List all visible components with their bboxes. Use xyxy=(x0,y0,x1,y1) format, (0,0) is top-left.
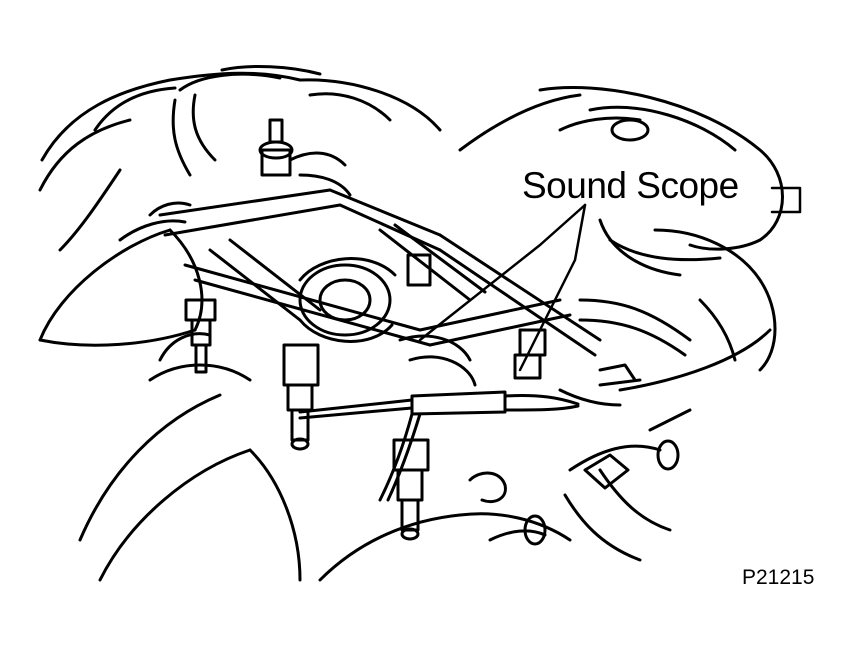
right-side-ribs xyxy=(560,300,735,405)
sound-scope-label: Sound Scope xyxy=(522,165,739,206)
figure-code: P21215 xyxy=(742,566,815,589)
sound-scope-tool xyxy=(300,392,578,500)
intake-cone xyxy=(40,203,202,345)
injector-4 xyxy=(408,255,545,378)
air-cleaner-outline xyxy=(460,88,783,371)
hose-and-clamp xyxy=(565,330,770,560)
injector-1 xyxy=(186,300,215,372)
injector-2 xyxy=(284,345,318,449)
pressure-regulator xyxy=(260,120,350,195)
background-outline xyxy=(40,67,440,250)
injector-3 xyxy=(394,440,428,539)
throttle-body xyxy=(300,259,475,385)
delivery-pipe-frame xyxy=(160,190,600,355)
callout-leader-lines xyxy=(420,188,800,370)
lower-body-outline xyxy=(80,334,570,580)
